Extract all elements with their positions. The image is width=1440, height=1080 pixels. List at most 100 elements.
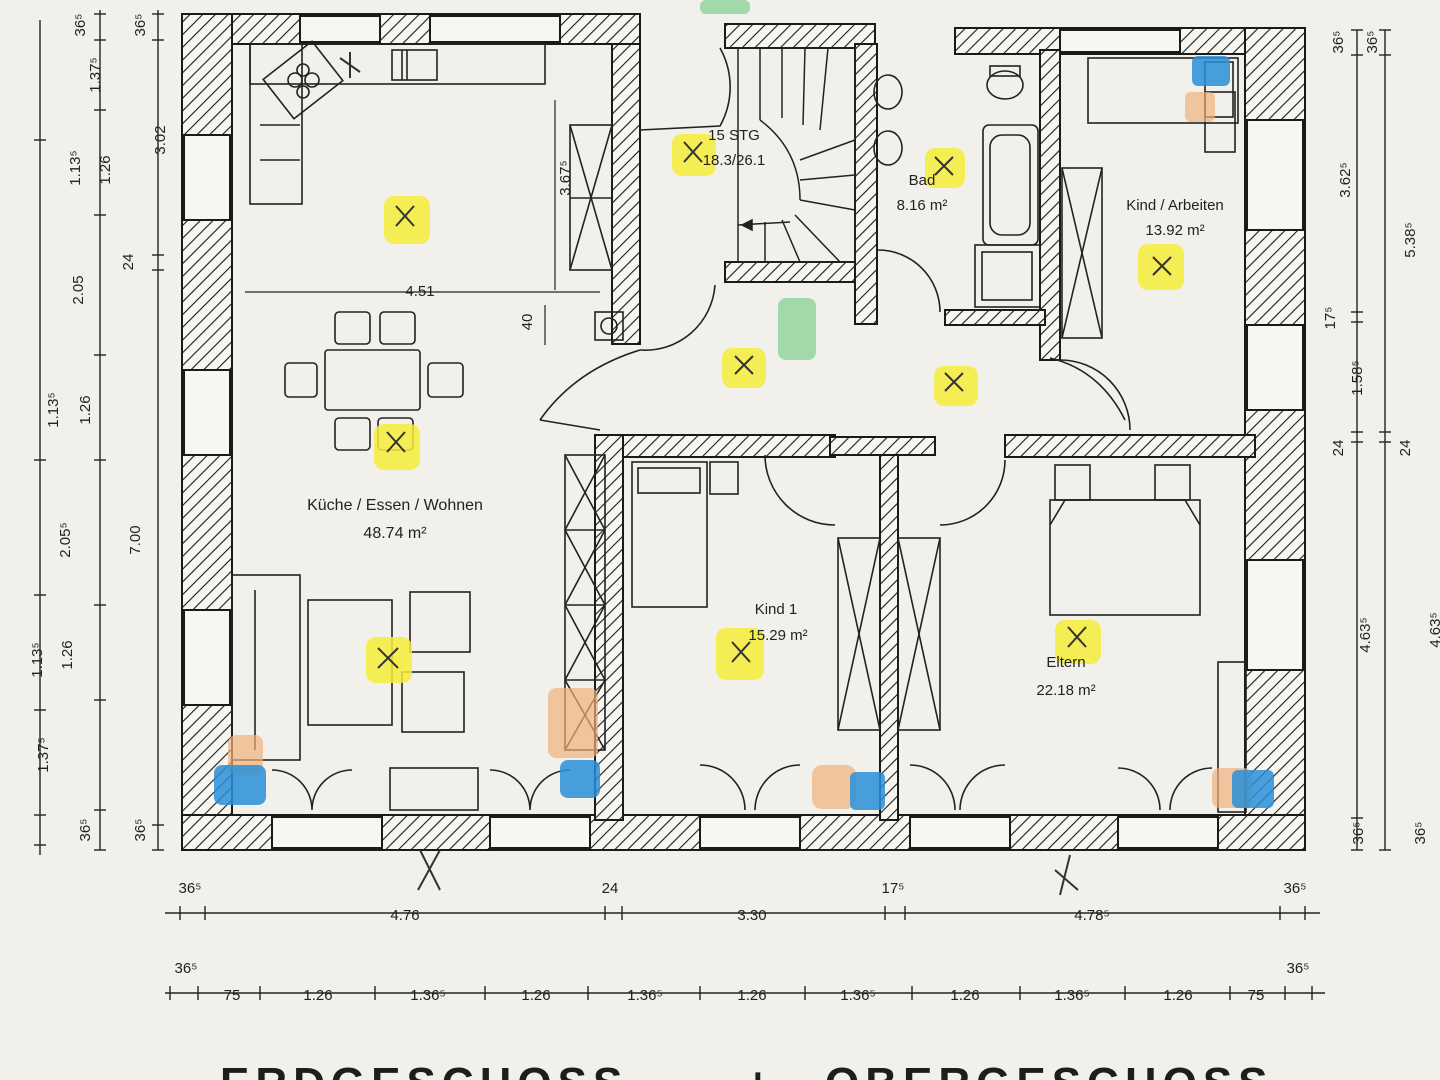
wall-top-mid <box>724 23 876 49</box>
dim-right-outer-label: 24 <box>1397 440 1414 457</box>
room-name-eltern: Eltern <box>1046 654 1085 671</box>
wardrobe-kind-arbeiten <box>1061 167 1103 339</box>
dim-left-outer-label: 24 <box>120 254 137 271</box>
dim-left-inner-label: 1.13⁵ <box>67 150 84 185</box>
sofa <box>231 574 301 761</box>
dim-right-outer-label: 4.63⁵ <box>1427 612 1440 647</box>
wall-kind1-right <box>879 454 899 821</box>
dim-right-inner-label: 4.63⁵ <box>1357 617 1374 652</box>
footer-erdgeschoss: ERDGESCHOSS <box>220 1059 628 1080</box>
hall-arch <box>539 349 641 421</box>
armchair-1 <box>409 591 471 653</box>
dim-bottom-2-label: 1.26 <box>950 987 979 1004</box>
dim-bottom-2-label: 1.36⁵ <box>1054 987 1089 1004</box>
dimension-labels: 36⁵ 4.76 24 3.30 17⁵ 4.78⁵ 36⁵ 36⁵ 75 1.26 1.36⁵ 1.… <box>29 14 1440 1004</box>
inner-dimension-lines <box>245 100 600 345</box>
washbasin-2 <box>873 130 903 166</box>
dim-right-outer-label: 36⁵ <box>1412 822 1429 845</box>
dresser <box>1217 661 1247 813</box>
dim-bottom-1-label: 3.30 <box>737 907 766 924</box>
dim-right-inner-label: 36⁵ <box>1350 822 1367 845</box>
light-marks <box>339 52 1172 896</box>
dim-bottom-2-label: 1.36⁵ <box>840 987 875 1004</box>
wall-stair-bottom <box>724 261 861 283</box>
room-area-stairs: 18.3/26.1 <box>703 152 766 169</box>
dim-kitchen-width: 4.51 <box>405 283 434 300</box>
armchair-2 <box>401 671 465 733</box>
door-hall-kitchen-2 <box>639 284 716 351</box>
dim-kitchen-height: 3.67⁵ <box>557 160 574 195</box>
dim-right-inner-label: 3.62⁵ <box>1337 162 1354 197</box>
room-name-kind1: Kind 1 <box>755 601 798 618</box>
dining-set <box>284 311 464 451</box>
dim-bottom-1-label: 4.78⁵ <box>1074 907 1109 924</box>
cooktop <box>262 40 344 120</box>
staircase <box>737 47 856 263</box>
dimension-ticks <box>34 13 1391 1000</box>
dim-left-inner-label: 1.26 <box>97 155 114 184</box>
footer-obergeschoss: OBERGESCHOSS <box>825 1059 1274 1080</box>
room-area-eltern: 22.18 m² <box>1036 682 1095 699</box>
blue-highlights <box>214 56 1274 810</box>
dim-bottom-1-label: 17⁵ <box>882 880 905 897</box>
room-name-bath: Bad <box>909 172 936 189</box>
wall-stair-right <box>854 43 878 325</box>
dim-right-outer-label: 36⁵ <box>1364 31 1381 54</box>
room-area-kind-arbeiten: 13.92 m² <box>1145 222 1204 239</box>
counter-left <box>249 43 303 205</box>
living-furniture <box>231 311 624 811</box>
bed-kind-arbeiten <box>1087 57 1239 124</box>
dim-right-inner-label: 36⁵ <box>1330 31 1347 54</box>
dim-left-inner-label: 36⁵ <box>77 819 94 842</box>
bath-fixtures <box>873 65 1041 308</box>
room-area-kind1: 15.29 m² <box>748 627 807 644</box>
dim-bottom-2-label: 1.26 <box>303 987 332 1004</box>
dim-bottom-1-label: 36⁵ <box>1284 880 1307 897</box>
wall-kind1-left <box>594 434 624 821</box>
dim-left-inner-label: 1.37⁵ <box>87 57 104 92</box>
kitchen-sink <box>391 49 438 81</box>
shower <box>974 244 1041 308</box>
dim-left-inner-label: 1.26 <box>77 395 94 424</box>
dim-left-inner-label: 2.05 <box>70 275 87 304</box>
green-highlights <box>700 0 816 360</box>
door-bath <box>877 249 941 313</box>
dim-right-inner-label: 17⁵ <box>1322 307 1339 330</box>
wall-kitchen-hall <box>611 43 641 345</box>
dim-bottom-2-label: 1.26 <box>1163 987 1192 1004</box>
interior-walls <box>594 43 1256 821</box>
dim-bottom-2-label: 36⁵ <box>175 960 198 977</box>
dim-left-outer-label: 36⁵ <box>132 14 149 37</box>
dining-table <box>324 349 421 411</box>
dim-right-inner-label: 24 <box>1330 440 1347 457</box>
dim-bottom-2-label: 1.36⁵ <box>410 987 445 1004</box>
dim-left-outer-label: 36⁵ <box>132 819 149 842</box>
dim-left-inner-label: 1.13⁵ <box>29 642 46 677</box>
dim-left-inner-label: 1.13⁵ <box>45 392 62 427</box>
dim-left-inner-label: 1.37⁵ <box>35 737 52 772</box>
dim-bottom-2-label: 36⁵ <box>1287 960 1310 977</box>
room-name-kind-arbeiten: Kind / Arbeiten <box>1126 197 1224 214</box>
dim-left-outer-label: 3.02 <box>152 125 169 154</box>
dim-bottom-2-label: 75 <box>1248 987 1265 1004</box>
kind1-furniture <box>631 461 941 731</box>
wall-bath-bottom <box>944 309 1046 326</box>
door-hall-kitchen <box>639 47 731 131</box>
stair-outline <box>737 47 856 263</box>
dim-bottom-2-label: 75 <box>224 987 241 1004</box>
dim-bottom-1-label: 4.76 <box>390 907 419 924</box>
wall-hall-bottom-left <box>604 434 836 458</box>
door-eltern <box>939 459 1006 526</box>
dim-bottom-1-label: 24 <box>602 880 619 897</box>
kitchen-fixtures <box>249 40 613 271</box>
wardrobe-eltern <box>897 537 941 731</box>
dim-bottom-1-label: 36⁵ <box>179 880 202 897</box>
wardrobe-kind1 <box>837 537 881 731</box>
outer-walls <box>181 13 1306 851</box>
room-area-kitchen: 48.74 m² <box>363 525 427 542</box>
wall-hall-bottom-right <box>1004 434 1256 458</box>
eltern-furniture <box>1049 464 1247 813</box>
room-area-bath: 8.16 m² <box>897 197 948 214</box>
terrace-door-1 <box>271 769 353 811</box>
